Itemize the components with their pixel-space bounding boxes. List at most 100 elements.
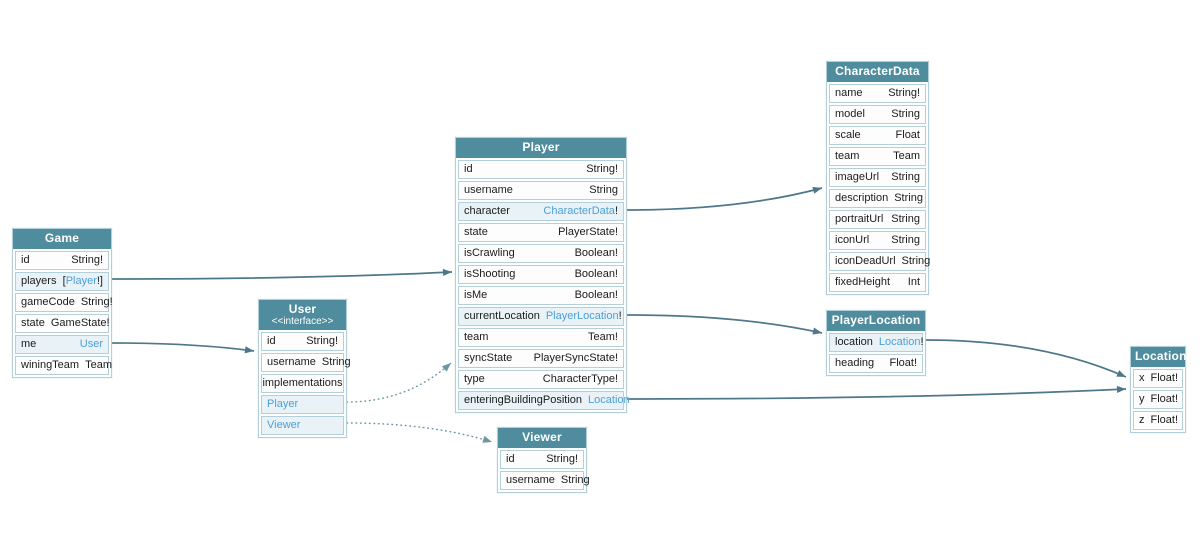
field-row-player-character[interactable]: character CharacterData! xyxy=(458,202,624,221)
field-type: [Player!] xyxy=(63,273,103,290)
field-type: Float! xyxy=(1151,412,1179,429)
field-type-link[interactable]: Location xyxy=(588,394,630,406)
field-type-link[interactable]: User xyxy=(79,338,103,350)
field-type: PlayerState! xyxy=(558,224,618,241)
field-name: syncState xyxy=(464,352,513,364)
field-type: Team xyxy=(85,357,112,374)
field-name: character xyxy=(464,205,510,217)
field-type-text: ! xyxy=(614,205,618,217)
field-name: me xyxy=(21,338,37,350)
type-table-viewer: Viewer id String! username String xyxy=(497,427,590,493)
edge-player-enteringbuildingposition-to-location xyxy=(626,385,1127,400)
field-row-game-players[interactable]: players[Player!] xyxy=(15,272,109,291)
field-type: Float xyxy=(896,127,920,144)
field-name-link[interactable]: Player xyxy=(267,398,299,410)
field-row-game-state[interactable]: state GameState! xyxy=(15,314,110,333)
field-type: String! xyxy=(546,451,578,468)
field-type-text: String xyxy=(901,255,931,267)
field-row-player-syncstate[interactable]: syncState PlayerSyncState! xyxy=(458,349,624,368)
field-name: type xyxy=(464,373,485,385)
field-type: GameState! xyxy=(51,315,110,332)
type-title: Location xyxy=(1135,349,1187,363)
field-type-text: String! xyxy=(80,296,113,308)
field-name: username xyxy=(506,474,555,486)
field-type-text: GameState! xyxy=(50,317,110,329)
field-row-user-implementations[interactable]: implementations xyxy=(261,374,344,393)
type-header-viewer[interactable]: Viewer xyxy=(498,428,586,448)
field-name: iconUrl xyxy=(835,234,870,246)
field-name: id xyxy=(506,453,515,465)
field-name-link[interactable]: Viewer xyxy=(267,419,301,431)
field-name: username xyxy=(267,356,316,368)
field-name: implementations xyxy=(262,377,343,389)
field-type-text: String xyxy=(560,474,590,486)
field-name: id xyxy=(267,335,276,347)
field-type-link[interactable]: Player xyxy=(65,275,97,287)
type-header-playerlocation[interactable]: PlayerLocation xyxy=(827,311,925,331)
field-type-link[interactable]: CharacterData xyxy=(543,205,615,217)
field-row-user-player[interactable]: Player xyxy=(261,395,344,414)
field-type: Boolean! xyxy=(575,266,618,283)
field-name: team xyxy=(835,150,860,162)
field-type-text: String xyxy=(589,184,618,196)
field-type: Location xyxy=(588,392,630,409)
field-type-link[interactable]: Location xyxy=(878,336,921,348)
field-type: PlayerLocation! xyxy=(546,308,622,325)
field-name: state xyxy=(21,317,45,329)
field-row-viewer-id[interactable]: id String! xyxy=(500,450,584,469)
type-header-characterdata[interactable]: CharacterData xyxy=(827,62,928,82)
field-type-link[interactable]: PlayerLocation xyxy=(545,310,619,322)
field-type-text: !] xyxy=(96,275,103,287)
field-type: Float! xyxy=(1151,391,1179,408)
field-type-text: PlayerSyncState! xyxy=(533,352,618,364)
field-row-user-viewer[interactable]: Viewer xyxy=(261,416,344,435)
edge-game-me-to-user xyxy=(111,342,255,354)
type-header-game[interactable]: Game xyxy=(13,229,111,249)
field-type: Boolean! xyxy=(575,287,618,304)
field-type-text: Float! xyxy=(1150,393,1179,405)
field-row-game-me[interactable]: me User xyxy=(15,335,109,354)
type-header-user[interactable]: User<<interface>> xyxy=(259,300,346,330)
type-header-player[interactable]: Player xyxy=(456,138,626,158)
arrowhead-icon xyxy=(1116,385,1126,394)
type-header-location[interactable]: Location xyxy=(1131,347,1187,367)
field-type-text: Team xyxy=(85,359,112,371)
field-name: portraitUrl xyxy=(835,213,884,225)
field-type: String! xyxy=(888,85,920,102)
field-row-viewer-username[interactable]: username String xyxy=(500,471,590,490)
field-name: id xyxy=(464,163,473,175)
